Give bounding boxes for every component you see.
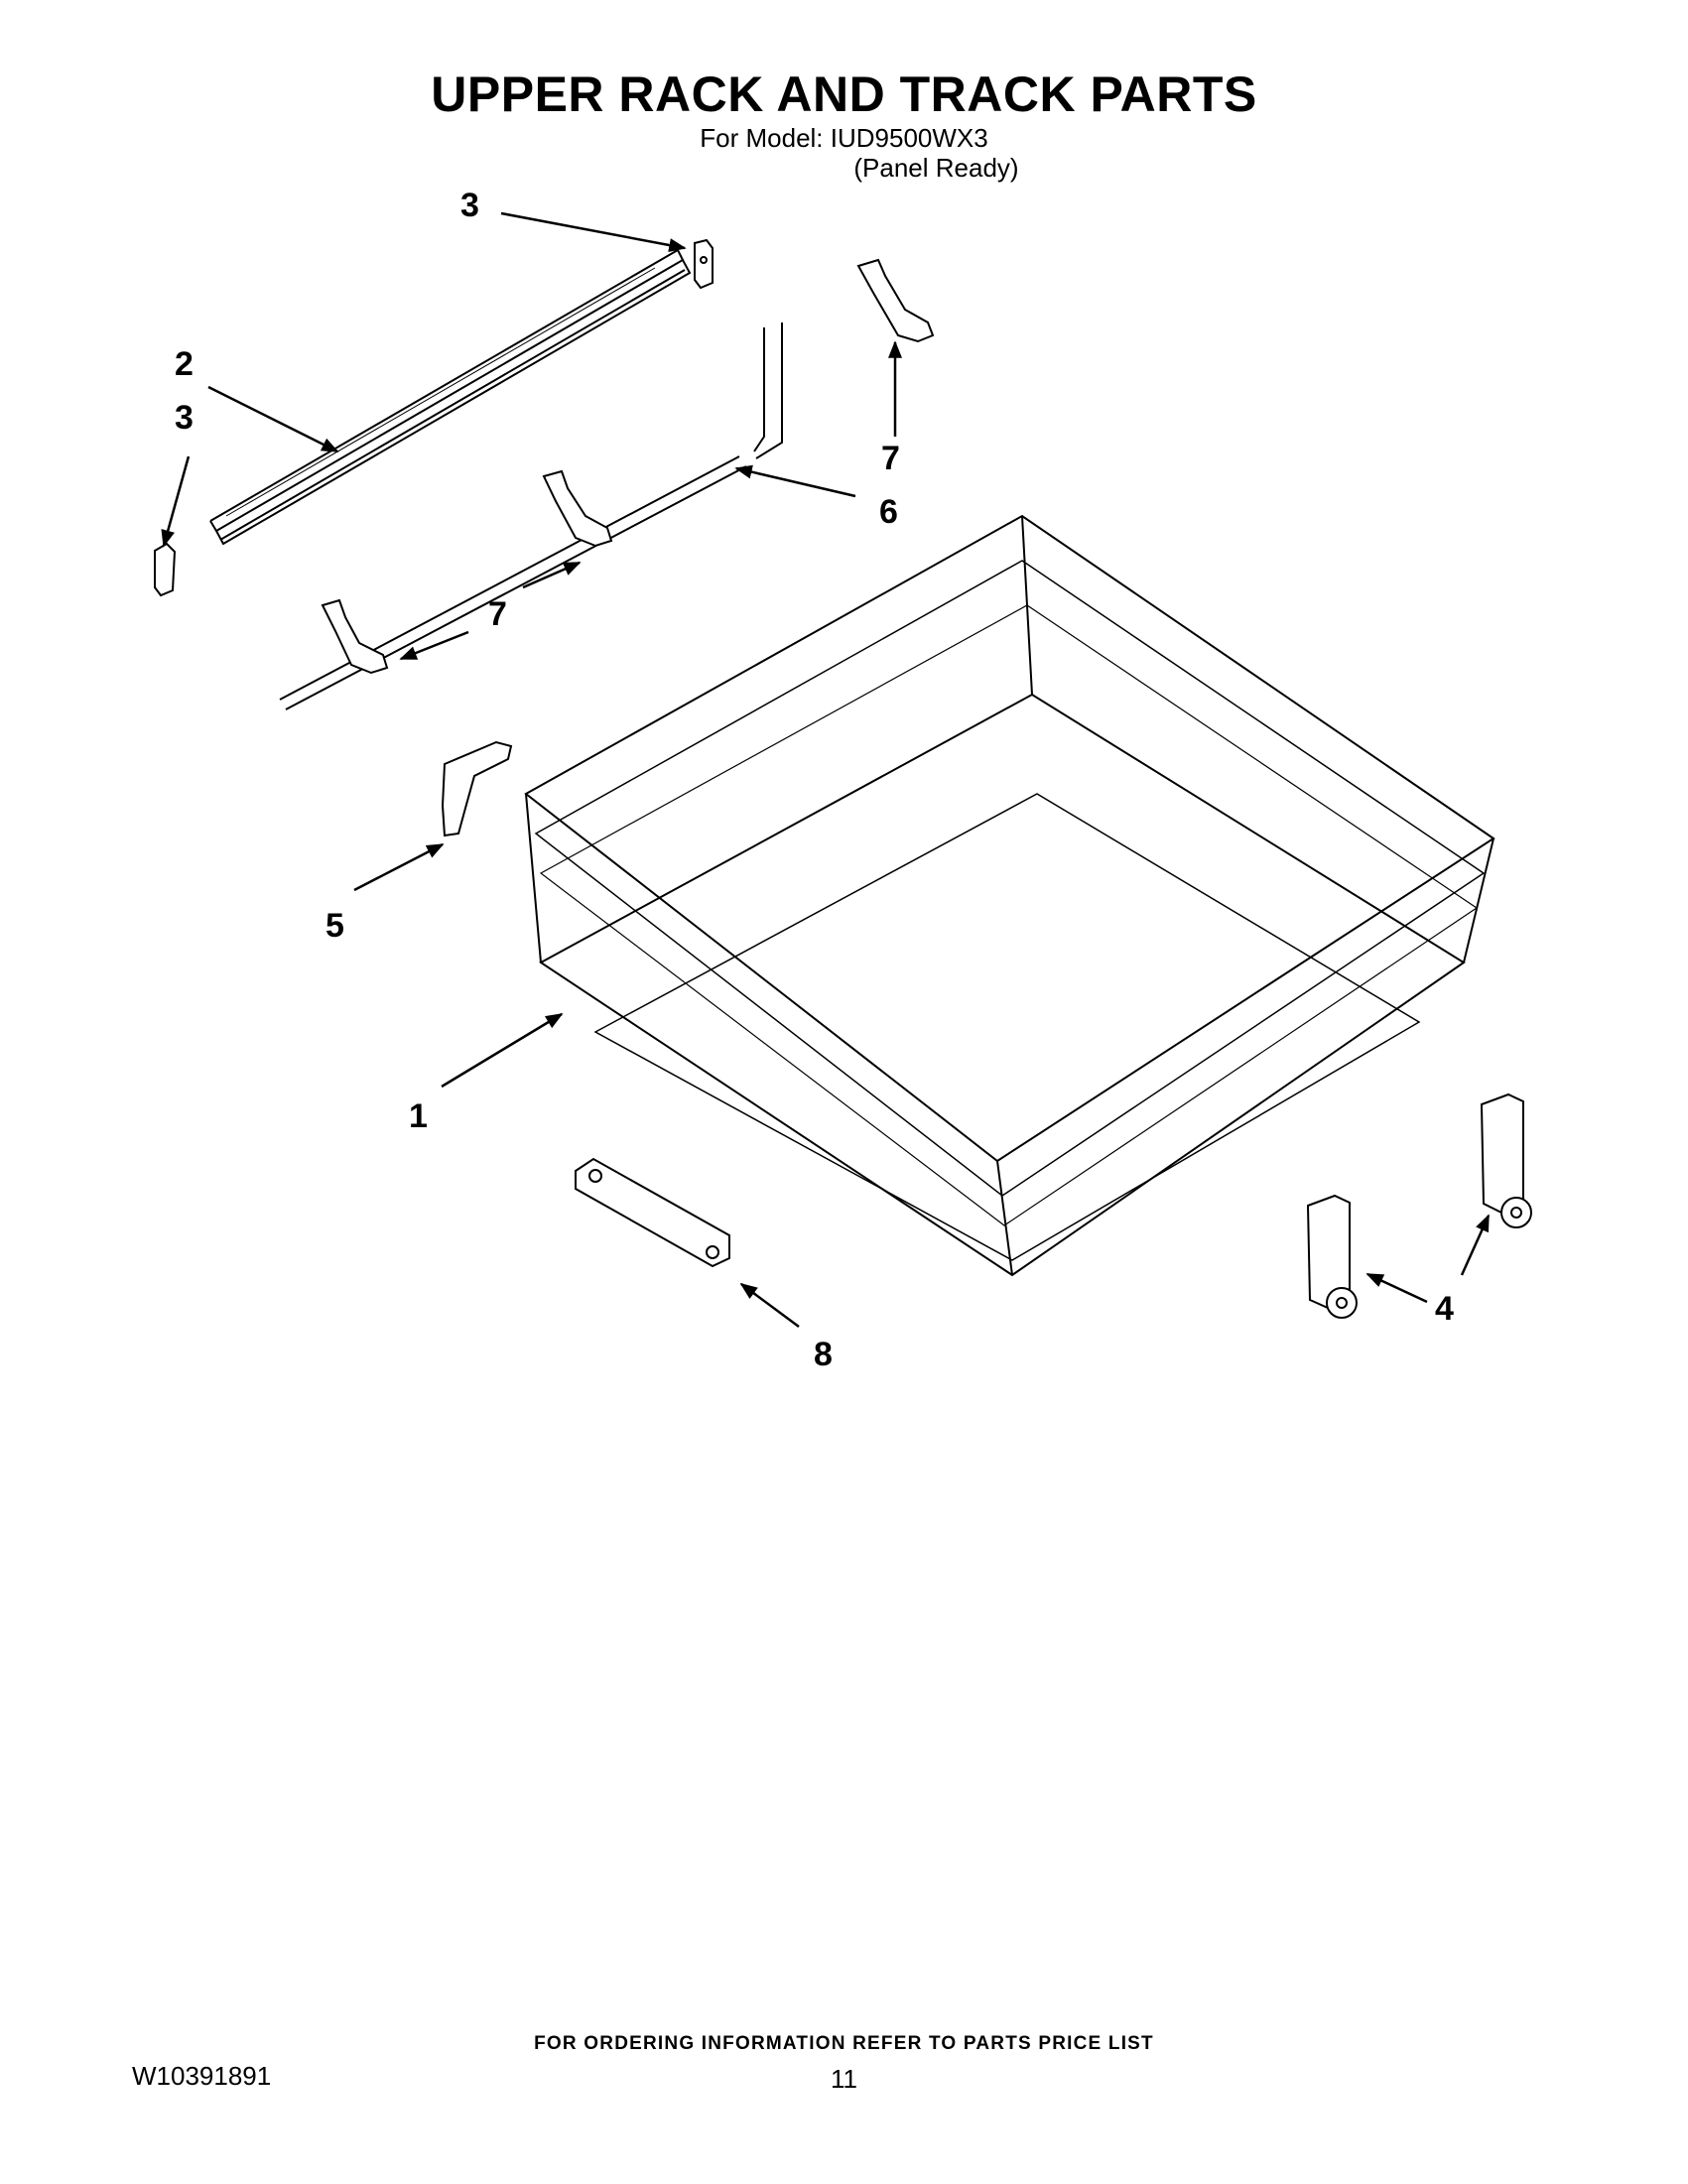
leader-arrow — [1365, 1272, 1428, 1304]
callout-3-rear: 3 — [460, 187, 479, 224]
callout-6: 6 — [879, 493, 898, 531]
pivot-clip-middle — [542, 469, 613, 548]
leader-arrow — [734, 464, 856, 498]
callout-8: 8 — [814, 1336, 833, 1373]
page-title: UPPER RACK AND TRACK PARTS — [431, 66, 1257, 122]
page-number: 11 — [831, 2064, 857, 2094]
pivot-clip-front — [321, 598, 389, 675]
leader-arrow — [353, 842, 445, 892]
rack-bumper — [441, 740, 513, 837]
leader-arrows — [161, 211, 1491, 1329]
model-variant: (Panel Ready) — [853, 153, 1019, 183]
callout-2: 2 — [175, 345, 194, 383]
upper-rack-basket — [524, 514, 1495, 1277]
track-end-cap-front — [154, 542, 177, 597]
track-rail — [209, 248, 692, 546]
model-info: For Model: IUD9500WX3 (Panel Ready) — [0, 123, 1688, 183]
leader-arrow — [441, 1012, 564, 1089]
leader-arrow — [161, 455, 191, 548]
ordering-note: FOR ORDERING INFORMATION REFER TO PARTS … — [534, 2033, 1154, 2054]
callout-4: 4 — [1435, 1290, 1454, 1328]
callout-7-front: 7 — [488, 595, 507, 633]
pivot-clip-rear — [856, 258, 935, 343]
callout-5: 5 — [325, 907, 344, 945]
leader-arrow — [207, 385, 339, 453]
roller-assembly-left — [1306, 1194, 1358, 1319]
leader-arrow — [399, 630, 469, 661]
callout-labels: 3 2 3 7 6 7 5 1 8 4 — [175, 187, 1454, 1373]
leader-arrow — [522, 561, 582, 589]
model-line: For Model: IUD9500WX3 — [700, 123, 988, 153]
roller-assembly-right — [1480, 1092, 1532, 1228]
track-end-cap-rear — [694, 238, 714, 290]
leader-arrow — [739, 1282, 800, 1329]
rack-latch — [575, 1157, 730, 1268]
leader-arrow — [500, 211, 687, 252]
callout-1: 1 — [409, 1097, 428, 1135]
callout-3-front: 3 — [175, 399, 194, 437]
callout-7-rear: 7 — [881, 440, 900, 477]
leader-arrow — [1460, 1214, 1491, 1276]
document-number: W10391891 — [132, 2061, 272, 2091]
